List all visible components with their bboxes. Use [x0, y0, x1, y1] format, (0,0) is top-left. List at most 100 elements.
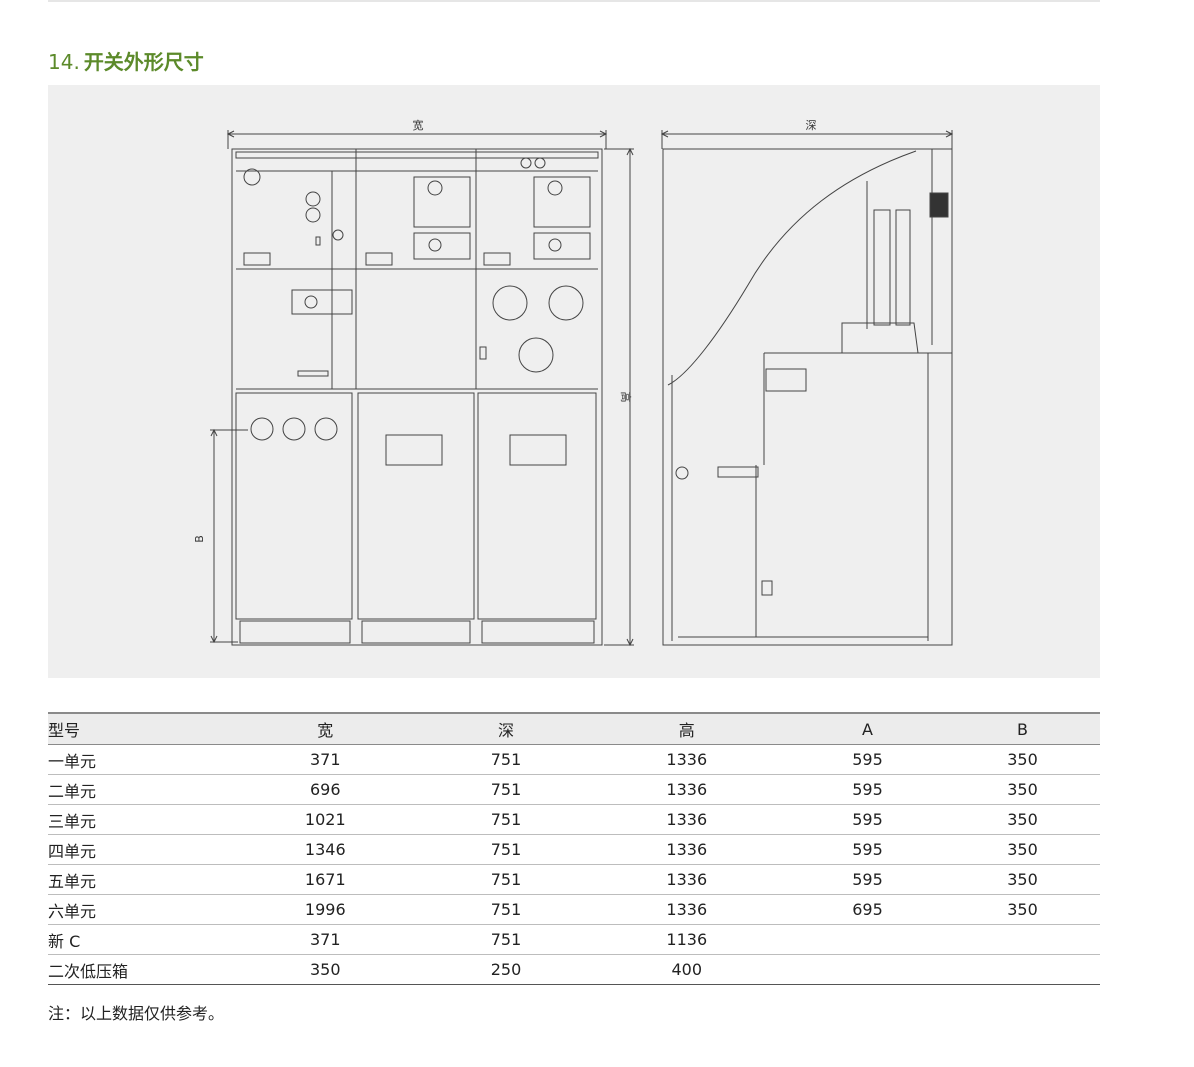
header-height: 高: [583, 712, 791, 745]
row-width: 1996: [222, 894, 429, 925]
row-b: 350: [945, 834, 1100, 865]
row-width: 1021: [222, 804, 429, 835]
front-cabinet-outline: [231, 148, 603, 646]
row-depth: 751: [428, 924, 584, 955]
side-bushing-block: [841, 322, 919, 354]
row-height: 400: [583, 954, 791, 985]
front-top-strip: [235, 151, 599, 159]
side-earthing-point: [675, 466, 689, 480]
row-model: 二单元: [48, 774, 222, 805]
row-height: 1336: [583, 864, 791, 895]
mechanism-lower-3: [533, 232, 591, 260]
header-model: 型号: [48, 712, 222, 745]
indicator-lamp: [243, 168, 261, 186]
mechanism-panel-2: [413, 176, 471, 228]
cable-bushing-3: [314, 417, 338, 441]
row-depth: 751: [428, 834, 584, 865]
row-a: 595: [790, 864, 945, 895]
row-depth: 751: [428, 774, 584, 805]
b-dimension-label: B: [193, 535, 206, 543]
header-depth: 深: [428, 712, 584, 745]
fuse-indicator-3: [518, 337, 554, 373]
footnote: 注：以上数据仅供参考。: [48, 1004, 225, 1023]
side-handle: [929, 192, 949, 218]
row-height: 1336: [583, 774, 791, 805]
section-number: 14.: [48, 50, 80, 74]
button: [332, 229, 344, 241]
meter-2: [305, 207, 321, 223]
dimension-table: 型号 宽 深 高 A B 一单元 371 751 1336 595 350 二单…: [48, 712, 1100, 985]
row-model: 二次低压箱: [48, 954, 222, 985]
vent-grille-3: [509, 434, 567, 466]
table-header-row: 型号 宽 深 高 A B: [48, 712, 1100, 745]
door-latch-3: [479, 346, 487, 360]
row-height: 1136: [583, 924, 791, 955]
row-b: 350: [945, 774, 1100, 805]
row-a: [790, 954, 945, 985]
mechanism-panel-3: [533, 176, 591, 228]
row-depth: 751: [428, 744, 584, 775]
row-depth: 751: [428, 894, 584, 925]
terminal-block-2: [365, 252, 393, 266]
row-depth: 250: [428, 954, 584, 985]
operating-dial: [304, 295, 318, 309]
vent-grille-2: [385, 434, 443, 466]
table-row: 三单元 1021 751 1336 595 350: [48, 804, 1100, 835]
header-b: B: [945, 712, 1100, 745]
mechanism-lower-2: [413, 232, 471, 260]
row-b: 350: [945, 804, 1100, 835]
row-model: 四单元: [48, 834, 222, 865]
table-row: 二次低压箱 350 250 400: [48, 954, 1100, 985]
row-b: [945, 924, 1100, 955]
section-title-text: 开关外形尺寸: [83, 50, 204, 74]
mechanism-dial-2: [427, 180, 443, 196]
row-model: 一单元: [48, 744, 222, 775]
mechanism-dial-3: [547, 180, 563, 196]
table-row: 二单元 696 751 1336 595 350: [48, 774, 1100, 805]
fuse-indicator-2: [548, 285, 584, 321]
row-a: 595: [790, 834, 945, 865]
row-width: 350: [222, 954, 429, 985]
row-height: 1336: [583, 834, 791, 865]
nameplate-1: [297, 370, 329, 377]
row-a: 595: [790, 804, 945, 835]
cable-door-1: [235, 392, 353, 620]
width-dimension-label: 宽: [413, 118, 424, 132]
row-width: 696: [222, 774, 429, 805]
row-b: 350: [945, 894, 1100, 925]
section-title: 14.开关外形尺寸: [48, 46, 204, 75]
row-width: 371: [222, 924, 429, 955]
mechanism-lower-dial-2: [428, 238, 442, 252]
side-mechanism-1: [873, 209, 891, 326]
table-row: 一单元 371 751 1336 595 350: [48, 744, 1100, 775]
row-width: 371: [222, 744, 429, 775]
drawing-panel: 宽: [48, 85, 1100, 678]
row-b: 350: [945, 744, 1100, 775]
row-depth: 751: [428, 804, 584, 835]
base-2: [361, 620, 471, 644]
row-height: 1336: [583, 894, 791, 925]
cable-bushing-1: [250, 417, 274, 441]
header-width: 宽: [222, 712, 429, 745]
header-a: A: [790, 712, 945, 745]
row-width: 1671: [222, 864, 429, 895]
row-b: [945, 954, 1100, 985]
row-a: 595: [790, 744, 945, 775]
terminal-block-1: [243, 252, 271, 266]
table-row: 四单元 1346 751 1336 595 350: [48, 834, 1100, 865]
table-row: 新 C 371 751 1136: [48, 924, 1100, 955]
top-rule: [48, 0, 1100, 2]
switchgear-outline-drawing: 宽: [193, 118, 954, 647]
fuse-indicator-1: [492, 285, 528, 321]
gas-tank-curve: [667, 150, 917, 386]
row-height: 1336: [583, 744, 791, 775]
cable-bushing-2: [282, 417, 306, 441]
cable-door-3: [477, 392, 597, 620]
row-model: 五单元: [48, 864, 222, 895]
row-a: 695: [790, 894, 945, 925]
terminal-block-3: [483, 252, 511, 266]
base-1: [239, 620, 351, 644]
row-b: 350: [945, 864, 1100, 895]
side-bracket: [717, 466, 759, 478]
depth-dimension-label: 深: [806, 119, 817, 132]
